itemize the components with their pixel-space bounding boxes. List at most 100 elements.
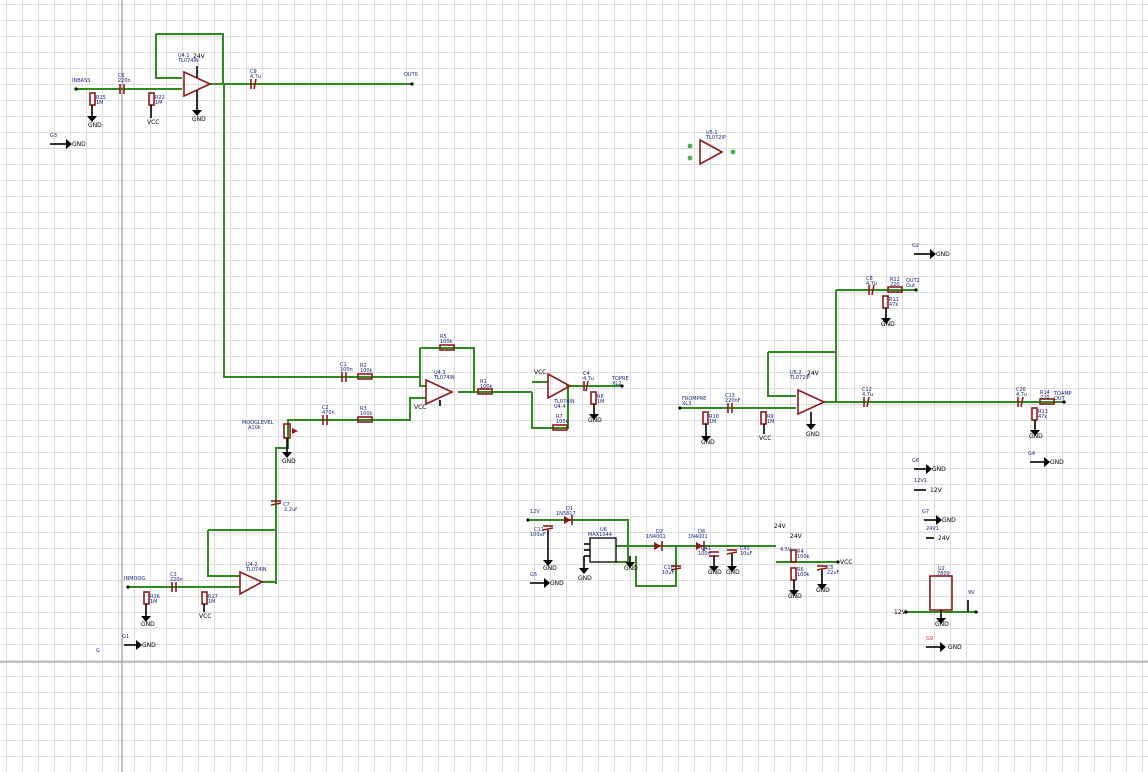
u41-supply: 24V	[193, 53, 206, 60]
resistor-r9[interactable]	[760, 411, 767, 425]
label-g3: G3	[50, 133, 57, 139]
resistor-r10[interactable]	[702, 411, 709, 425]
wire-u52-fb-left[interactable]	[767, 352, 796, 397]
label-c7: C7	[283, 502, 290, 508]
resistor-r4[interactable]	[790, 549, 797, 563]
resistor-r17[interactable]	[201, 591, 208, 605]
resistor-r22[interactable]	[148, 92, 155, 106]
label-r14-value: 220	[1040, 395, 1050, 401]
label-c26: C26	[1016, 387, 1026, 393]
resistor-r12[interactable]	[887, 286, 903, 293]
resistor-r8[interactable]	[590, 391, 597, 405]
diode-d2[interactable]	[654, 541, 663, 551]
ground-symbols[interactable]	[50, 82, 1066, 652]
wire-u44-feedback[interactable]	[531, 386, 569, 429]
resistor-r15[interactable]	[89, 92, 96, 106]
label-u6: U6	[600, 527, 607, 533]
u42-value: TL074IN	[245, 567, 267, 573]
wires[interactable]	[76, 33, 1064, 613]
resistor-r16[interactable]	[143, 591, 150, 605]
potentiometer-moog-level[interactable]	[283, 423, 298, 439]
resistor-r7[interactable]	[552, 424, 568, 431]
wire-12v-rail[interactable]	[528, 519, 629, 563]
wire-u52-fb-top[interactable]	[768, 351, 837, 396]
label-r13-value: 47k	[1038, 414, 1047, 420]
opamp-u4-1[interactable]	[183, 66, 212, 116]
capacitor-c7[interactable]	[270, 500, 282, 506]
resistor-r3[interactable]	[357, 416, 373, 423]
resistor-r6[interactable]	[790, 567, 797, 581]
capacitor-c9[interactable]	[250, 78, 257, 90]
opamp-u5-1[interactable]	[687, 138, 736, 166]
capacitor-c10[interactable]	[670, 565, 682, 571]
label-d8: D8	[698, 529, 705, 535]
wire-u42-fb-left[interactable]	[207, 530, 240, 577]
label-c41: C41	[701, 546, 711, 552]
svg-text:GND: GND	[942, 517, 956, 524]
resistor-r14[interactable]	[1039, 398, 1055, 405]
svg-text:VCC: VCC	[147, 119, 159, 126]
capacitor-c6[interactable]	[119, 84, 125, 94]
diode-d1[interactable]	[564, 515, 573, 525]
u52-supply: 24V	[807, 370, 820, 377]
wire-u41-feedback-top[interactable]	[156, 33, 224, 84]
svg-text:GND: GND	[932, 466, 946, 473]
label-r4: R4	[797, 549, 804, 555]
resistor-r11[interactable]	[882, 295, 889, 309]
wire-r3[interactable]	[292, 397, 426, 421]
wire-moog-level[interactable]	[275, 419, 292, 584]
resistor-r13[interactable]	[1031, 407, 1038, 421]
capacitor-c11[interactable]	[542, 525, 554, 531]
label-c9-value: 4.7u	[250, 74, 261, 80]
passives[interactable]	[89, 78, 1055, 605]
label-c11: C11	[534, 527, 544, 533]
label-r11: R11	[889, 297, 899, 303]
wire-u43-inv[interactable]	[419, 348, 426, 387]
label-c26-value: 4.7u	[1016, 392, 1027, 398]
ic-u6[interactable]	[584, 537, 617, 563]
capacitor-c8[interactable]	[868, 284, 875, 296]
resistor-r1[interactable]	[477, 388, 493, 395]
wire-u41-feedback-left[interactable]	[155, 34, 182, 79]
svg-text:VCC: VCC	[199, 613, 211, 620]
label-c6-value: 220n	[118, 78, 131, 84]
opamp-u5-2[interactable]	[797, 388, 826, 430]
capacitor-c1[interactable]	[341, 372, 347, 382]
svg-text:VCC: VCC	[840, 559, 852, 566]
port-inmoog: INMOOG	[124, 576, 145, 582]
svg-text:GND: GND	[282, 458, 296, 465]
wire-u43-feedback[interactable]	[420, 347, 475, 393]
capacitor-c45[interactable]	[726, 549, 738, 555]
label-c8-value: 4.7u	[866, 281, 877, 287]
opamp-u4-3[interactable]	[425, 378, 454, 406]
vr-tap-label: 24V	[790, 533, 803, 540]
capacitor-c13[interactable]	[727, 403, 733, 413]
label-r3: R3	[360, 406, 367, 412]
label-u2: U2	[938, 566, 945, 572]
capacitor-c3[interactable]	[171, 582, 177, 592]
rail-24v1: 24V1	[926, 526, 939, 532]
label-r2-value: 100k	[360, 368, 373, 374]
resistor-r2[interactable]	[357, 373, 373, 380]
u43-value: TL074IN	[433, 375, 455, 381]
capacitor-c4[interactable]	[583, 380, 589, 392]
diode-d8[interactable]	[696, 541, 705, 551]
rail-12v: 12V	[530, 509, 540, 515]
resistor-r5[interactable]	[439, 344, 455, 351]
capacitor-c26[interactable]	[1017, 396, 1024, 408]
label-rv: 4.5V	[780, 547, 792, 553]
label-c9: C9	[250, 69, 257, 75]
opamp-u4-4[interactable]	[547, 372, 572, 400]
label-g5: G5	[530, 572, 537, 578]
wire-to-c1[interactable]	[223, 84, 420, 378]
capacitor-c12[interactable]	[863, 396, 870, 408]
label-c5: C5	[827, 565, 834, 571]
capacitor-c2[interactable]	[322, 415, 328, 425]
regulator-u2[interactable]	[929, 575, 953, 611]
label-r15: R15	[96, 95, 106, 101]
opamp-u4-2[interactable]	[239, 570, 264, 596]
capacitor-c5[interactable]	[816, 565, 828, 571]
label-g2: G2	[912, 243, 919, 249]
